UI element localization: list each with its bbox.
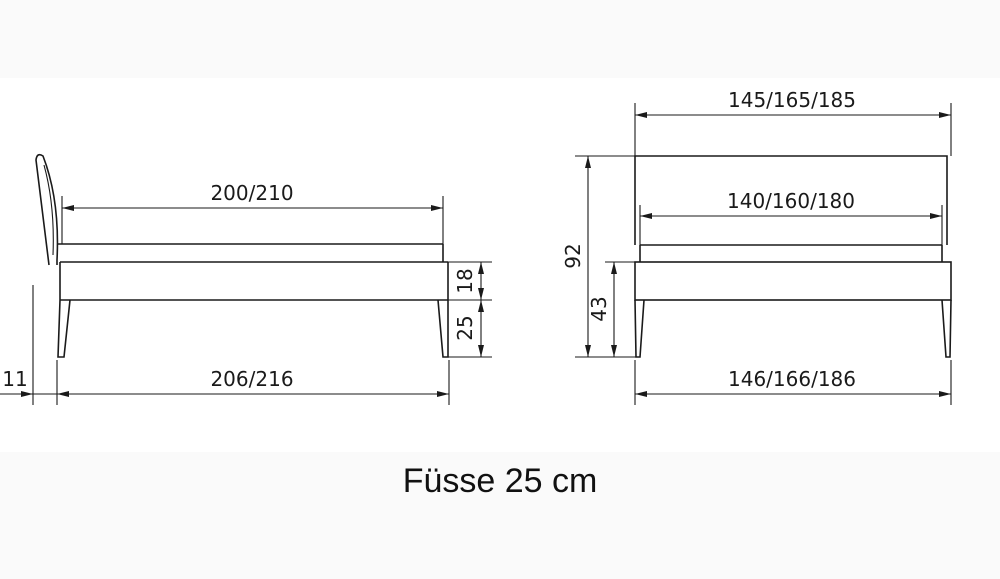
caption: Füsse 25 cm [402,462,598,500]
top-margin-band [0,0,1000,78]
arrowhead [930,213,942,219]
arrowhead [939,391,951,397]
dim-total-height: 92 [561,243,585,268]
dim-inner-length: 200/210 [210,181,293,205]
arrowhead [640,213,652,219]
arrowhead [62,205,74,211]
arrowhead [431,205,443,211]
side-view: 200/210 206/216 11 18 25 [0,153,492,405]
front-leg-right [941,299,952,358]
dim-frame-height: 18 [453,268,477,293]
bottom-margin-band [0,452,1000,579]
side-leg-left [57,299,71,358]
dim-leg-height: 25 [453,315,477,340]
arrowhead [478,262,484,274]
arrowhead [585,345,591,357]
dim-inner-width: 140/160/180 [727,189,855,213]
arrowhead [478,288,484,300]
dim-outer-length: 206/216 [210,367,293,391]
arrowhead [437,391,449,397]
front-view: 145/165/185 140/160/180 146/166/186 92 4… [561,88,952,405]
front-frame [634,261,952,301]
arrowhead [611,345,617,357]
front-headboard [634,155,948,245]
arrowhead [939,112,951,118]
dim-foot-width: 146/166/186 [728,367,856,391]
arrowhead [21,391,33,397]
arrowhead [585,156,591,168]
dim-frame-top-height: 43 [587,296,611,321]
arrowhead [611,262,617,274]
side-headboard-inner [43,164,54,256]
front-leg-left [634,299,645,358]
dim-headboard-offset: 11 [2,367,27,391]
arrowhead [478,345,484,357]
dim-outer-width: 145/165/185 [728,88,856,112]
bed-dimension-drawing: 200/210 206/216 11 18 25 [0,88,952,405]
arrowhead [635,112,647,118]
arrowhead [57,391,69,397]
side-headboard [35,153,59,266]
side-leg-right [437,299,449,358]
arrowhead [635,391,647,397]
arrowhead [478,300,484,312]
